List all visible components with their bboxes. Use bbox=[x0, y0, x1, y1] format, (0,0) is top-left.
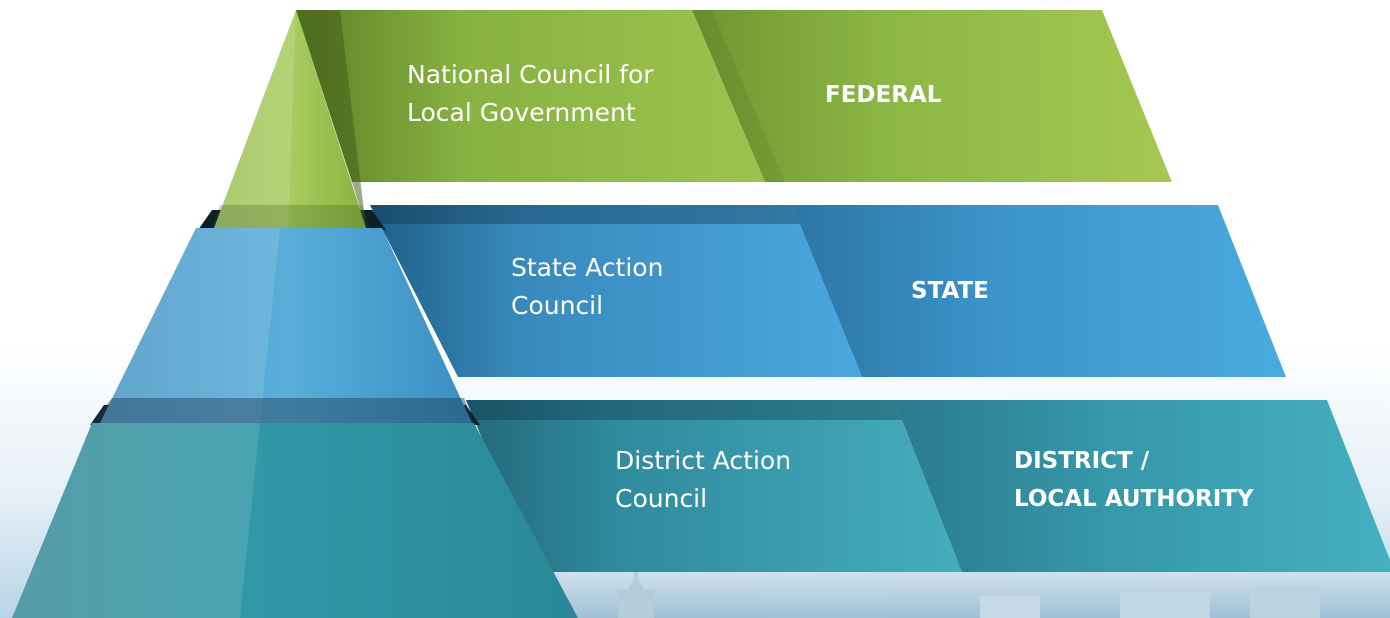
federal-council-name: National Council for Local Government bbox=[407, 60, 654, 127]
pyramid bbox=[12, 10, 578, 618]
state-name-panel bbox=[370, 205, 862, 377]
district-name-panel bbox=[466, 400, 962, 572]
federal-name-panel bbox=[296, 10, 765, 182]
state-level-label: STATE bbox=[911, 278, 989, 304]
tier-district bbox=[466, 400, 1390, 572]
federal-level-label: FEDERAL bbox=[825, 82, 942, 108]
tier-state bbox=[370, 205, 1286, 377]
district-level-label: DISTRICT / LOCAL AUTHORITY bbox=[1014, 448, 1254, 512]
district-level-panel bbox=[894, 400, 1390, 572]
state-level-panel bbox=[792, 205, 1286, 377]
pyramid-district-segment bbox=[12, 423, 578, 618]
state-council-name: State Action Council bbox=[511, 253, 664, 320]
federal-level-panel bbox=[692, 10, 1172, 182]
pyramid-state-segment bbox=[100, 228, 472, 423]
district-council-name: District Action Council bbox=[615, 446, 792, 513]
pyramid-federal-segment bbox=[214, 10, 366, 228]
tier-federal bbox=[296, 10, 1172, 182]
city-skyline bbox=[560, 566, 1390, 618]
